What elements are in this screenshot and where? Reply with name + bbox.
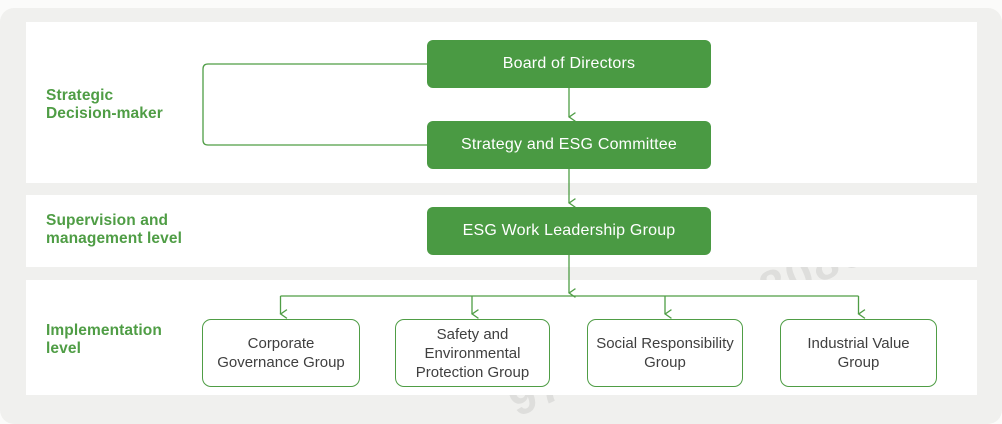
node-safety-environmental-protection-group: Safety and Environmental Protection Grou…: [395, 319, 550, 387]
node-social-responsibility-group: Social Responsibility Group: [587, 319, 743, 387]
node-esg-work-leadership-group: ESG Work Leadership Group: [427, 207, 711, 255]
row-label-strategic-decision-maker: Strategic Decision-maker: [46, 87, 163, 122]
node-strategy-esg-committee: Strategy and ESG Committee: [427, 121, 711, 169]
row-label-supervision-management: Supervision and management level: [46, 212, 182, 247]
node-corporate-governance-group: Corporate Governance Group: [202, 319, 360, 387]
node-industrial-value-group: Industrial Value Group: [780, 319, 937, 387]
row-label-implementation: Implementation level: [46, 322, 162, 357]
node-board-of-directors: Board of Directors: [427, 40, 711, 88]
